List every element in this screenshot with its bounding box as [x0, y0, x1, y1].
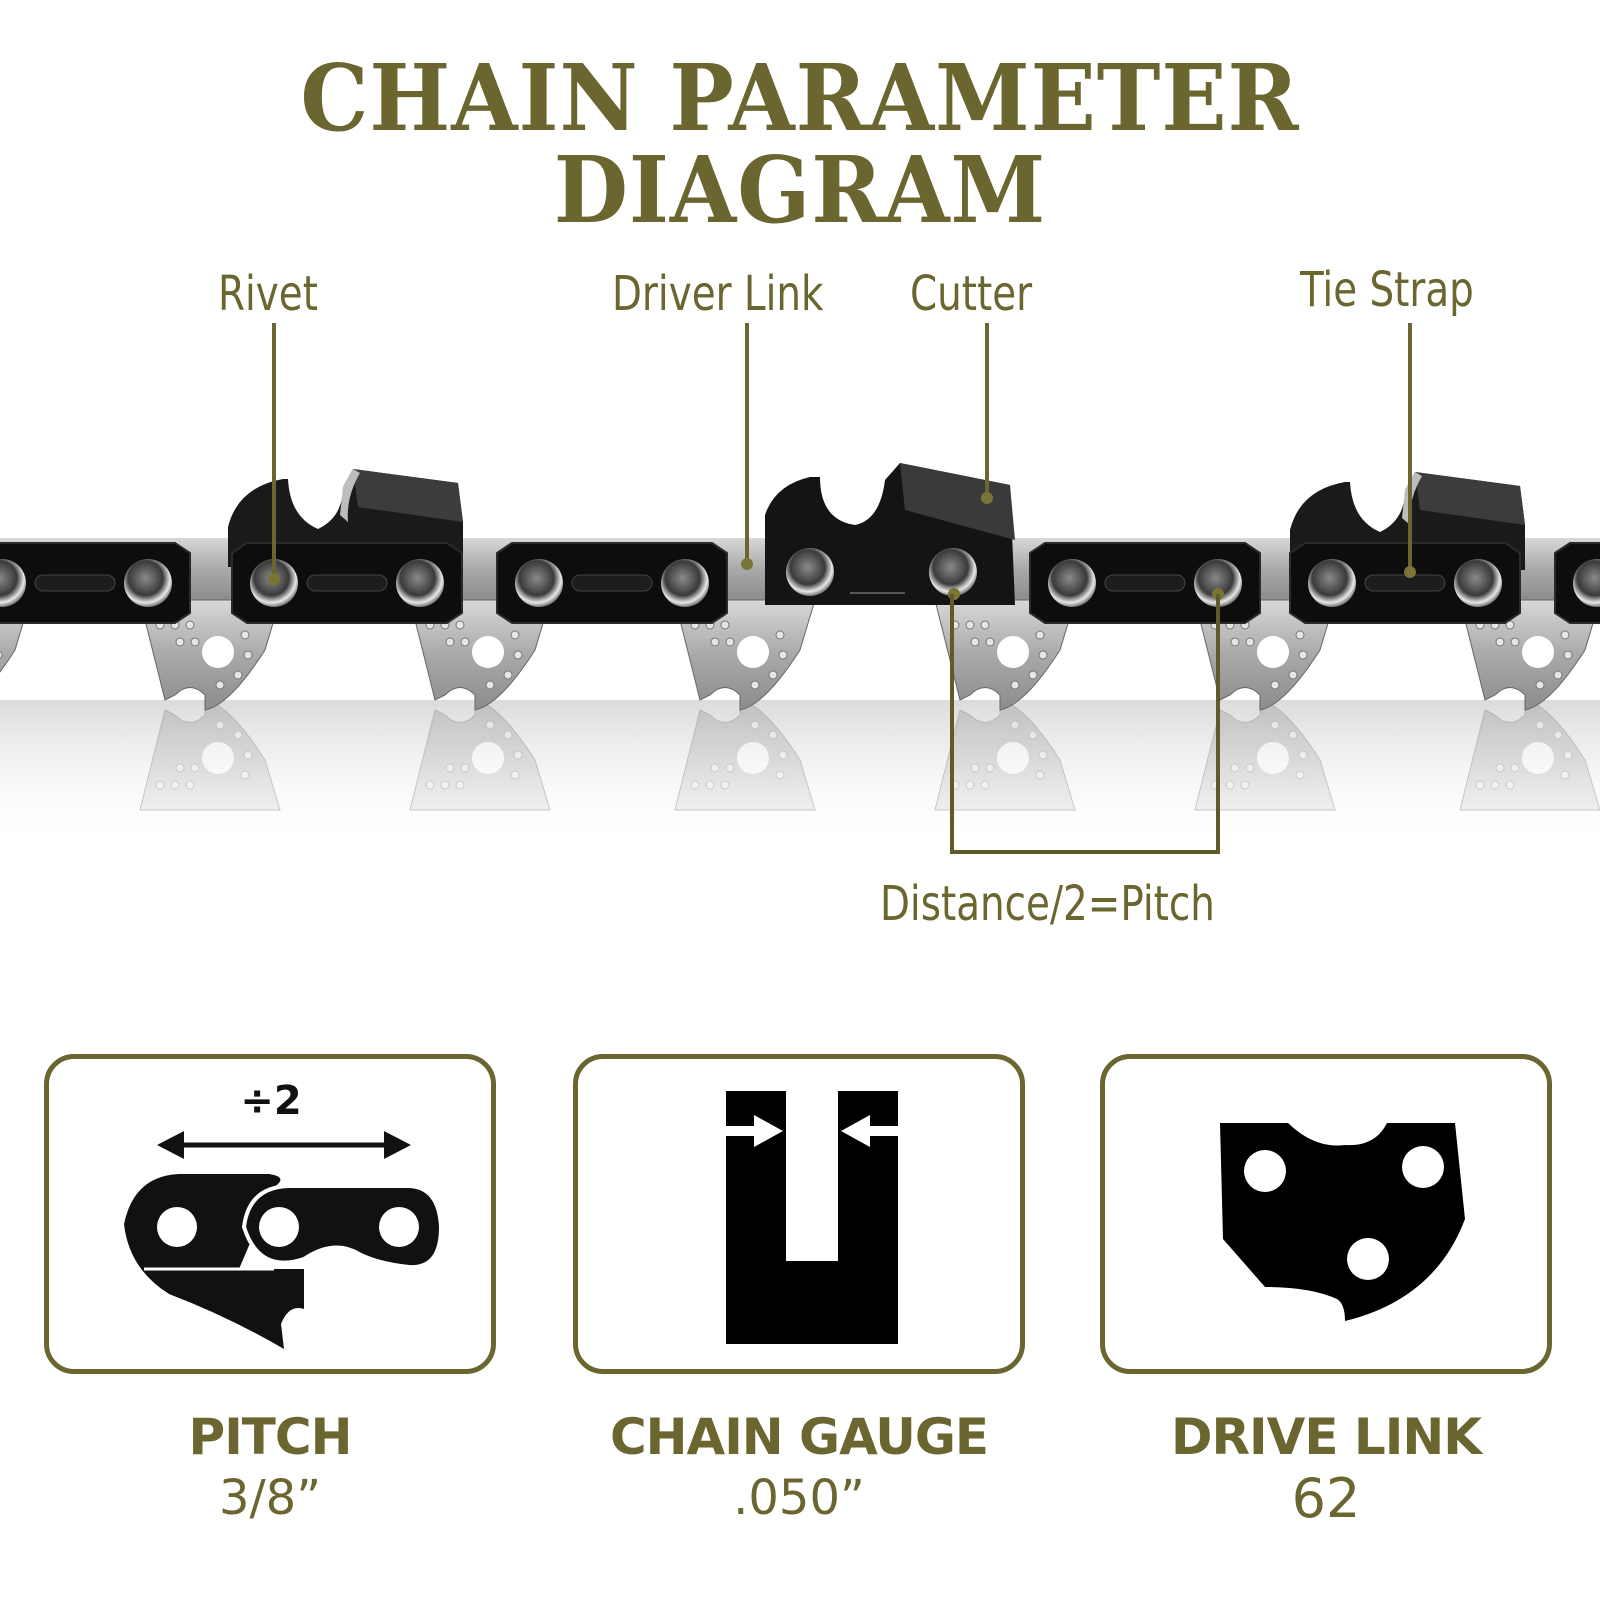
- cutter-pointer-dot: [981, 492, 993, 504]
- drive-link-title: DRIVE LINK: [1171, 1408, 1482, 1466]
- drive-link-icon: [1220, 1123, 1465, 1321]
- chain-gauge-icon: [726, 1091, 898, 1344]
- chain-gauge-card: [573, 1054, 1025, 1374]
- pitch-title: PITCH: [188, 1408, 353, 1466]
- diagram-title: CHAIN PARAMETER DIAGRAM: [300, 44, 1300, 244]
- chain-gauge-value: .050”: [733, 1470, 865, 1526]
- pitch-formula-label: Distance/2=Pitch: [880, 876, 1215, 932]
- drive-link-card: [1100, 1054, 1552, 1374]
- pitch-card: ÷2: [44, 1054, 496, 1374]
- callout-driver-link: Driver Link: [612, 266, 824, 322]
- rivet-leader-line: [272, 323, 276, 581]
- rivet-pointer-dot: [268, 573, 280, 585]
- drive-link-value: 62: [1291, 1467, 1361, 1530]
- cutter-leader-line: [985, 323, 989, 498]
- tie-strap-pointer-dot: [1404, 566, 1416, 578]
- tie-strap-leader-line: [1408, 323, 1412, 573]
- callout-cutter: Cutter: [910, 266, 1033, 322]
- driver-link-pointer-dot: [741, 558, 753, 570]
- divide-by-two-text: ÷2: [240, 1078, 301, 1124]
- callout-rivet: Rivet: [218, 266, 318, 322]
- callout-tie-strap: Tie Strap: [1300, 262, 1474, 318]
- driver-link-leader-line: [745, 323, 749, 566]
- saw-chain-illustration: [0, 463, 1600, 850]
- chain-gauge-title: CHAIN GAUGE: [609, 1408, 989, 1466]
- pitch-value: 3/8”: [218, 1470, 322, 1526]
- pitch-distance-bracket: [950, 594, 1220, 854]
- pitch-icon: ÷2: [124, 1078, 444, 1349]
